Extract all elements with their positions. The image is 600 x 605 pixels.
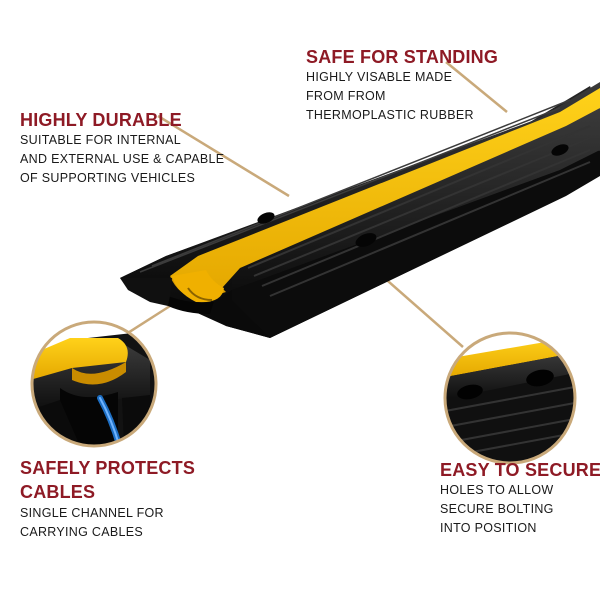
callout-text-line: CARRYING CABLES	[20, 525, 144, 539]
cable-protector	[120, 82, 600, 338]
callout-text-line: HOLES TO ALLOW	[440, 483, 554, 497]
callout-heading: CABLES	[20, 482, 96, 502]
leader-line-durable	[157, 114, 290, 198]
zoom-circle-bolt-holes	[443, 331, 577, 465]
callout-text-line: AND EXTERNAL USE & CAPABLE	[20, 152, 225, 166]
callout-heading: EASY TO SECURE	[440, 460, 600, 480]
callout-text-line: OF SUPPORTING VEHICLES	[20, 171, 196, 185]
callout-text-line: INTO POSITION	[440, 521, 537, 535]
zoom-circle-cable-channel	[30, 320, 158, 448]
callout-heading: HIGHLY DURABLE	[20, 110, 182, 130]
callout-text-line: SECURE BOLTING	[440, 502, 554, 516]
callout-text-line: FROM FROM	[306, 89, 386, 103]
leader-line-secure	[380, 274, 464, 348]
callout-safely-protects-cables: SAFELY PROTECTS CABLES SINGLE CHANNEL FO…	[20, 456, 195, 542]
callout-text-line: THERMOPLASTIC RUBBER	[306, 108, 474, 122]
callout-heading: SAFE FOR STANDING	[306, 47, 499, 67]
callout-text-line: HIGHLY VISABLE MADE	[306, 70, 453, 84]
callout-easy-to-secure: EASY TO SECURE HOLES TO ALLOW SECURE BOL…	[440, 460, 600, 538]
callout-safe-for-standing: SAFE FOR STANDING HIGHLY VISABLE MADE FR…	[306, 47, 498, 125]
callout-highly-durable: HIGHLY DURABLE SUITABLE FOR INTERNAL AND…	[20, 110, 224, 188]
callout-text-line: SINGLE CHANNEL FOR	[20, 506, 164, 520]
callout-text-line: SUITABLE FOR INTERNAL	[20, 133, 181, 147]
callout-heading: SAFELY PROTECTS	[20, 458, 196, 478]
leader-line-standing	[445, 61, 508, 113]
